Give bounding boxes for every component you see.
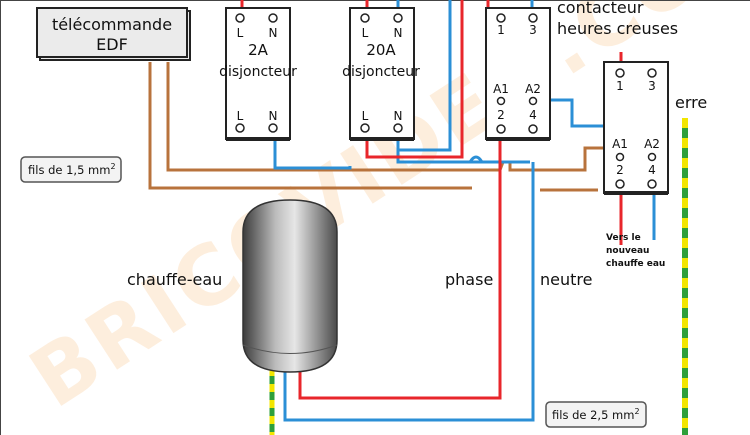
breaker-20a-top-l: L <box>362 26 369 40</box>
breaker-2a-label: disjoncteur <box>219 64 297 80</box>
breaker-2a-bot-l: L <box>237 109 244 123</box>
contactor-main: 1 3 A1 A2 2 4 <box>485 7 551 141</box>
contactor-new: 1 3 A1 A2 2 4 <box>603 61 669 195</box>
contactor-new-t3: 3 <box>648 79 656 93</box>
wire-note-2-5: fils de 2,5 mm2 <box>545 401 647 428</box>
svg-text:fils de 2,5 mm2: fils de 2,5 mm2 <box>552 407 640 422</box>
new-heater-note-line2: nouveau <box>606 246 649 256</box>
breaker-2a-bot-n: N <box>269 109 278 123</box>
phase-label: phase <box>445 270 493 289</box>
breaker-20a-bot-l: L <box>362 109 369 123</box>
contactor-main-a2: A2 <box>525 82 541 96</box>
contactor-new-t2: 2 <box>616 163 624 177</box>
remote-label-line1: télécommande <box>52 15 172 34</box>
contactor-main-t2: 2 <box>497 108 505 122</box>
contactor-title-line2: heures creuses <box>557 19 678 38</box>
water-heater-label: chauffe-eau <box>127 270 222 289</box>
contactor-new-t4: 4 <box>648 163 656 177</box>
breaker-20a: L N 20A disjoncteur L N <box>342 7 420 141</box>
neutral-label: neutre <box>540 270 592 289</box>
breaker-2a-top-l: L <box>237 26 244 40</box>
new-heater-note: Vers le nouveau chauffe eau <box>606 233 665 269</box>
breaker-20a-label: disjoncteur <box>342 64 420 80</box>
contactor-main-a1: A1 <box>493 82 509 96</box>
breaker-2a-rating: 2A <box>248 41 269 59</box>
remote-box: télécommande EDF <box>36 7 191 61</box>
breaker-20a-rating: 20A <box>366 41 396 59</box>
breaker-2a: L N 2A disjoncteur L N <box>219 7 297 141</box>
breaker-20a-bot-n: N <box>394 109 403 123</box>
breaker-20a-top-n: N <box>394 26 403 40</box>
wire-crossings <box>468 155 484 163</box>
wire-note-1-5: fils de 1,5 mm2 <box>20 156 122 183</box>
contactor-main-t1: 1 <box>497 23 505 37</box>
contactor-main-t4: 4 <box>529 108 537 122</box>
wire-note-2-5-sup: 2 <box>634 407 639 416</box>
svg-text:fils de 1,5 mm2: fils de 1,5 mm2 <box>28 162 116 177</box>
contactor-title-line1: contacteur <box>557 0 644 17</box>
wire-note-2-5-text: fils de 2,5 mm <box>552 408 634 422</box>
new-heater-note-line1: Vers le <box>606 233 641 243</box>
breaker-2a-top-n: N <box>269 26 278 40</box>
remote-label-line2: EDF <box>96 35 128 54</box>
water-heater-tank <box>242 199 338 373</box>
contactor-new-t1: 1 <box>616 79 624 93</box>
contactor-main-t3: 3 <box>529 23 537 37</box>
contactor-new-a1: A1 <box>612 137 628 151</box>
wire-note-1-5-text: fils de 1,5 mm <box>28 163 110 177</box>
wire-note-1-5-sup: 2 <box>110 162 115 171</box>
earth-label: erre <box>675 93 707 112</box>
contactor-new-a2: A2 <box>644 137 660 151</box>
new-heater-note-line3: chauffe eau <box>606 259 665 269</box>
